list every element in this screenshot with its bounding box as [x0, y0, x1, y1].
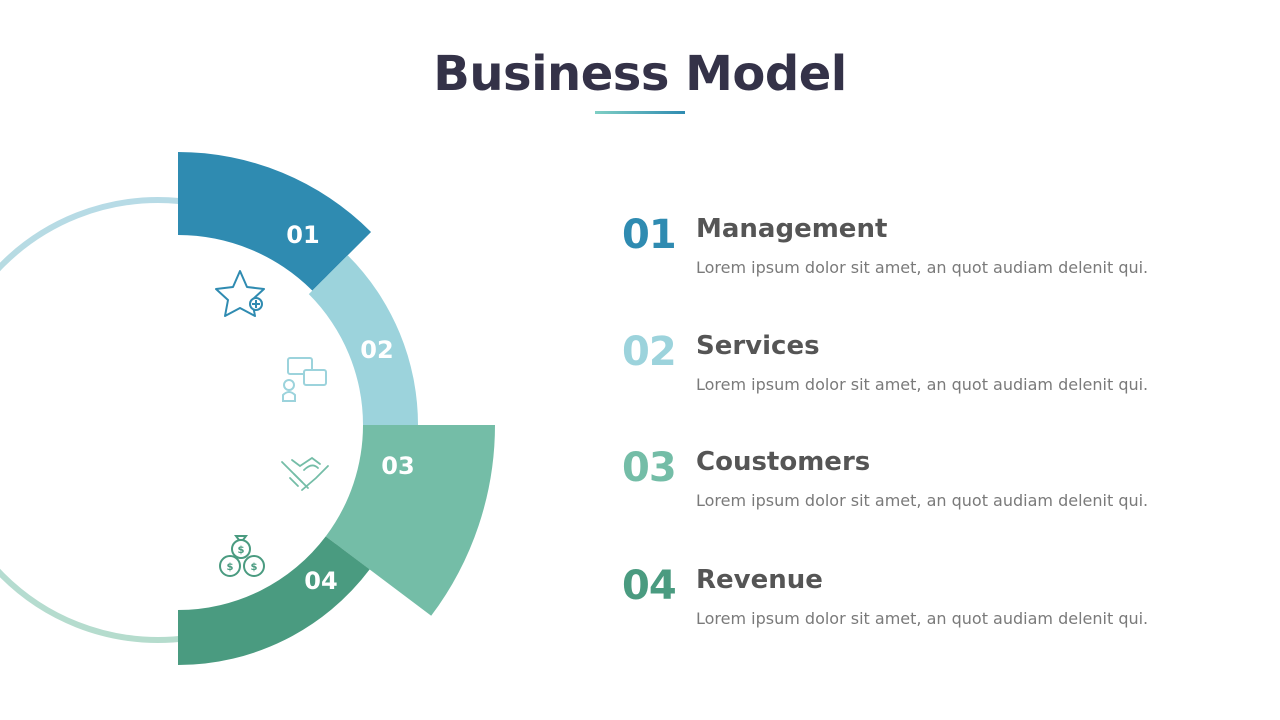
- item-heading: Coustomers: [696, 447, 871, 477]
- item-heading: Services: [696, 331, 820, 361]
- item-description: Lorem ipsum dolor sit amet, an quot audi…: [696, 375, 1149, 394]
- item-number: 04: [622, 563, 677, 609]
- segment-03: [325, 425, 495, 616]
- segment-02: [308, 255, 418, 425]
- segment-01: [178, 152, 372, 291]
- segment-label-01: 01: [286, 221, 319, 249]
- chat-person-icon: [282, 357, 327, 402]
- title-underline: [595, 111, 685, 114]
- business-model-wheel: 01 02 03 04 $ $ $: [0, 152, 495, 665]
- segment-label-03: 03: [381, 452, 414, 480]
- handshake-icon: [281, 456, 329, 491]
- item-heading: Revenue: [696, 565, 823, 595]
- star-plus-icon: [215, 270, 265, 317]
- item-number: 03: [622, 445, 677, 491]
- item-description: Lorem ipsum dolor sit amet, an quot audi…: [696, 258, 1149, 277]
- segment-04: [178, 536, 370, 665]
- item-description: Lorem ipsum dolor sit amet, an quot audi…: [696, 609, 1149, 628]
- svg-text:$: $: [227, 562, 234, 573]
- svg-text:$: $: [251, 562, 258, 573]
- page-title: Business Model: [433, 46, 847, 102]
- money-bags-icon: $ $ $: [219, 535, 265, 577]
- item-description: Lorem ipsum dolor sit amet, an quot audi…: [696, 491, 1149, 510]
- svg-text:$: $: [238, 545, 245, 556]
- segment-label-02: 02: [360, 336, 393, 364]
- segment-label-04: 04: [304, 567, 337, 595]
- item-number: 01: [622, 212, 677, 258]
- item-number: 02: [622, 329, 677, 375]
- item-heading: Management: [696, 214, 888, 244]
